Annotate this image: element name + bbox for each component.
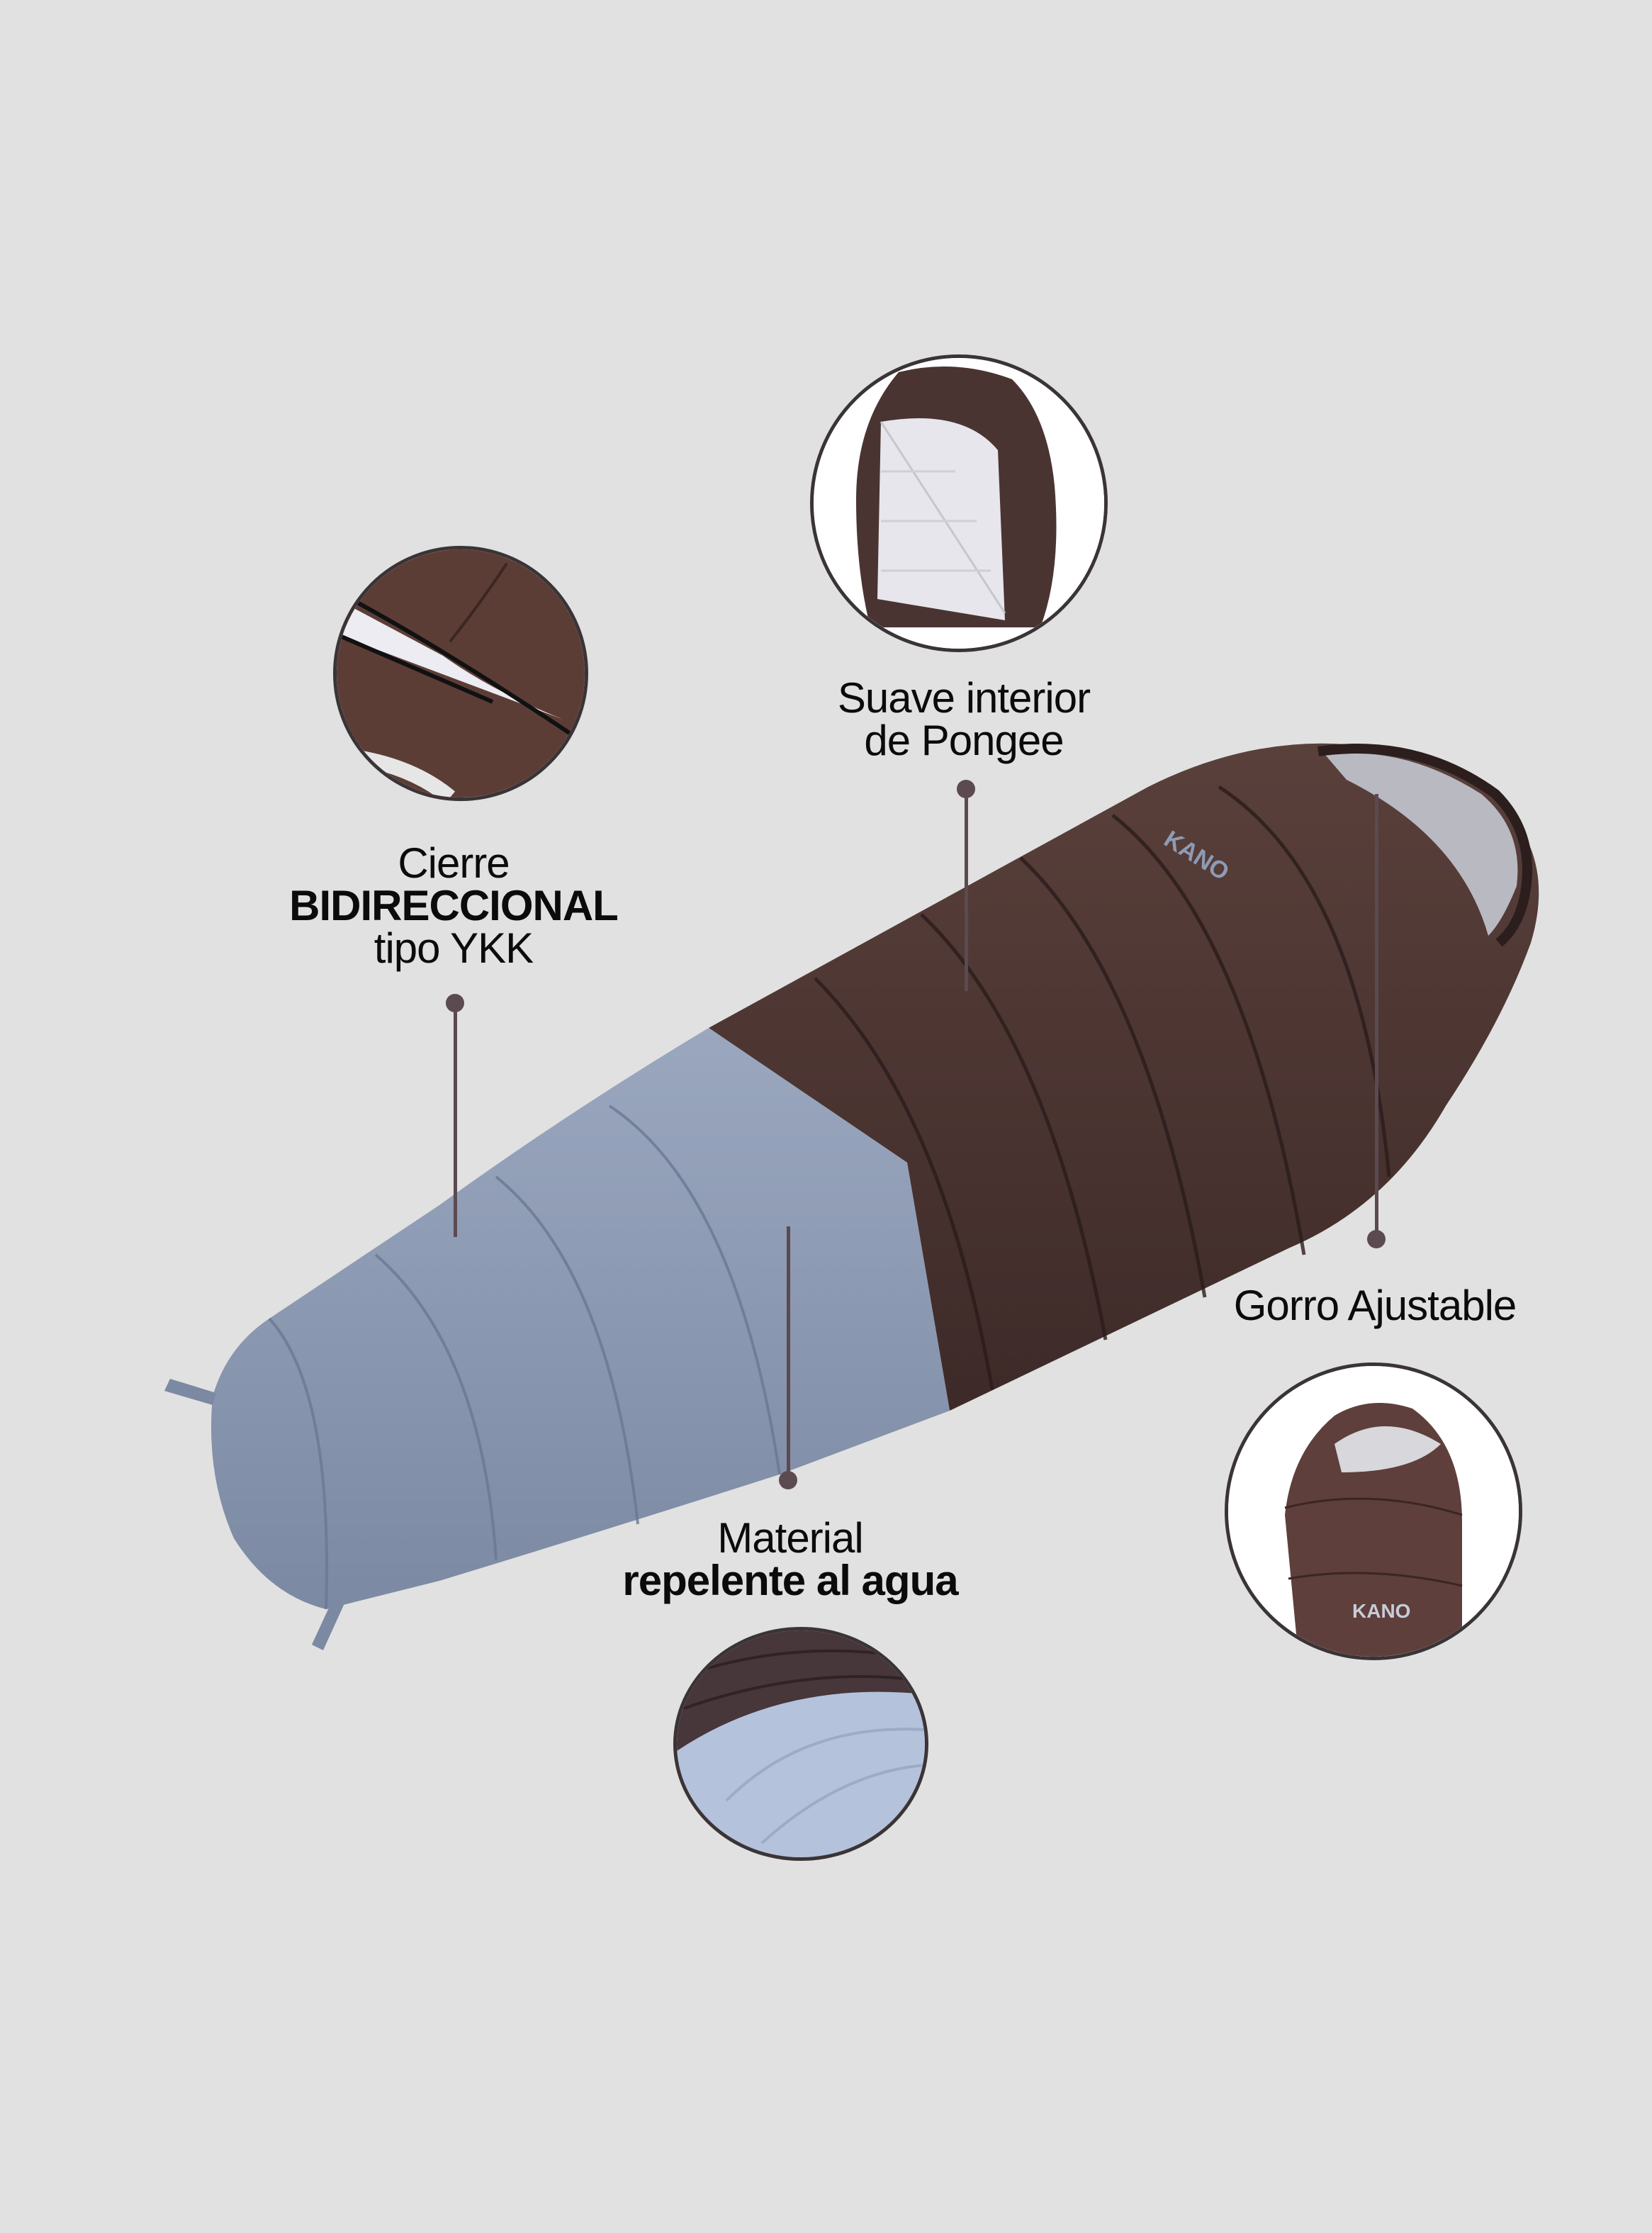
zipper-detail-circle <box>333 546 588 801</box>
hood-callout-label: Gorro Ajustable <box>1184 1285 1566 1327</box>
hood-callout-line1: Gorro Ajustable <box>1233 1282 1517 1329</box>
hood-callout-dot <box>1367 1230 1386 1248</box>
lining-detail-circle <box>810 354 1108 652</box>
zipper-callout-line1: Cierre <box>398 839 510 887</box>
hood-detail-circle: KANO <box>1225 1362 1522 1660</box>
hood-closeup-image: KANO <box>1228 1366 1519 1657</box>
zipper-callout-line <box>454 1003 457 1237</box>
lining-callout-line1: Suave interior <box>837 674 1091 722</box>
interior-lining-closeup-image <box>814 358 1104 649</box>
material-callout-line <box>787 1226 790 1474</box>
zipper-callout-line2: BIDIRECCIONAL <box>289 882 619 929</box>
material-callout-label: Material repelente al agua <box>560 1517 1021 1602</box>
zipper-callout-line3: tipo YKK <box>373 924 534 972</box>
material-callout-line1: Material <box>717 1514 863 1562</box>
material-callout-dot <box>779 1471 797 1489</box>
material-detail-circle <box>673 1627 928 1861</box>
lining-callout-label: Suave interior de Pongee <box>772 677 1155 762</box>
hood-kano-logo: KANO <box>1352 1600 1410 1622</box>
lining-callout-line <box>965 789 968 991</box>
zipper-callout-label: Cierre BIDIRECCIONAL tipo YKK <box>234 842 673 970</box>
lining-callout-line2: de Pongee <box>864 717 1064 764</box>
material-callout-line2: repelente al agua <box>622 1557 958 1604</box>
water-repellent-fabric-closeup-image <box>677 1630 925 1857</box>
zipper-closeup-image <box>337 549 585 798</box>
hood-callout-line <box>1375 794 1378 1237</box>
